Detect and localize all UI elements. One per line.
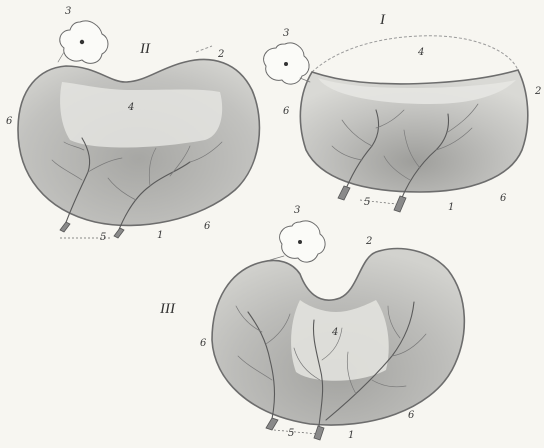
embryo-iii [270,221,325,262]
outer-rim-i [312,36,518,72]
label-embryo-i: 3 [283,28,289,39]
label-area-iii: 4 [331,327,338,338]
figure-iii: III 3 4 6 2 5 1 6 [159,205,464,441]
label-top-right-ii: 2 [217,49,224,60]
label-vessels-ii: 5 [100,232,106,243]
figure-label-iii: III [159,301,176,317]
label-bottom-iii: 1 [348,430,354,441]
label-edge-right-i: 2 [534,86,541,97]
figure-label-i: I [379,12,386,28]
embryo-ii [58,21,108,63]
label-top-right-iii: 2 [365,236,372,247]
embryo-i [264,43,310,84]
label-area-i: 4 [417,47,424,58]
label-area-ii: 4 [127,102,134,113]
label-edge-left-iii: 6 [200,338,207,349]
label-edge-bottom-i: 6 [500,193,507,204]
label-embryo-ii: 3 [65,6,71,17]
label-bottom-ii: 1 [157,230,163,241]
label-edge-bottom-ii: 6 [204,221,211,232]
area-pellucida-ii [60,82,222,148]
figure-i: I 3 4 6 2 5 1 6 [264,12,542,213]
label-edge-left-ii: 6 [6,116,13,127]
label-edge-left-i: 6 [283,106,290,117]
label-vessels-i: 5 [364,197,370,208]
label-vessels-iii: 5 [288,428,294,439]
label-embryo-iii: 3 [294,205,300,216]
label-edge-bottom-iii: 6 [408,410,415,421]
figure-label-ii: II [139,41,151,57]
figure-ii: II 3 4 6 2 5 1 6 [6,6,259,243]
label-bottom-i: 1 [448,202,454,213]
